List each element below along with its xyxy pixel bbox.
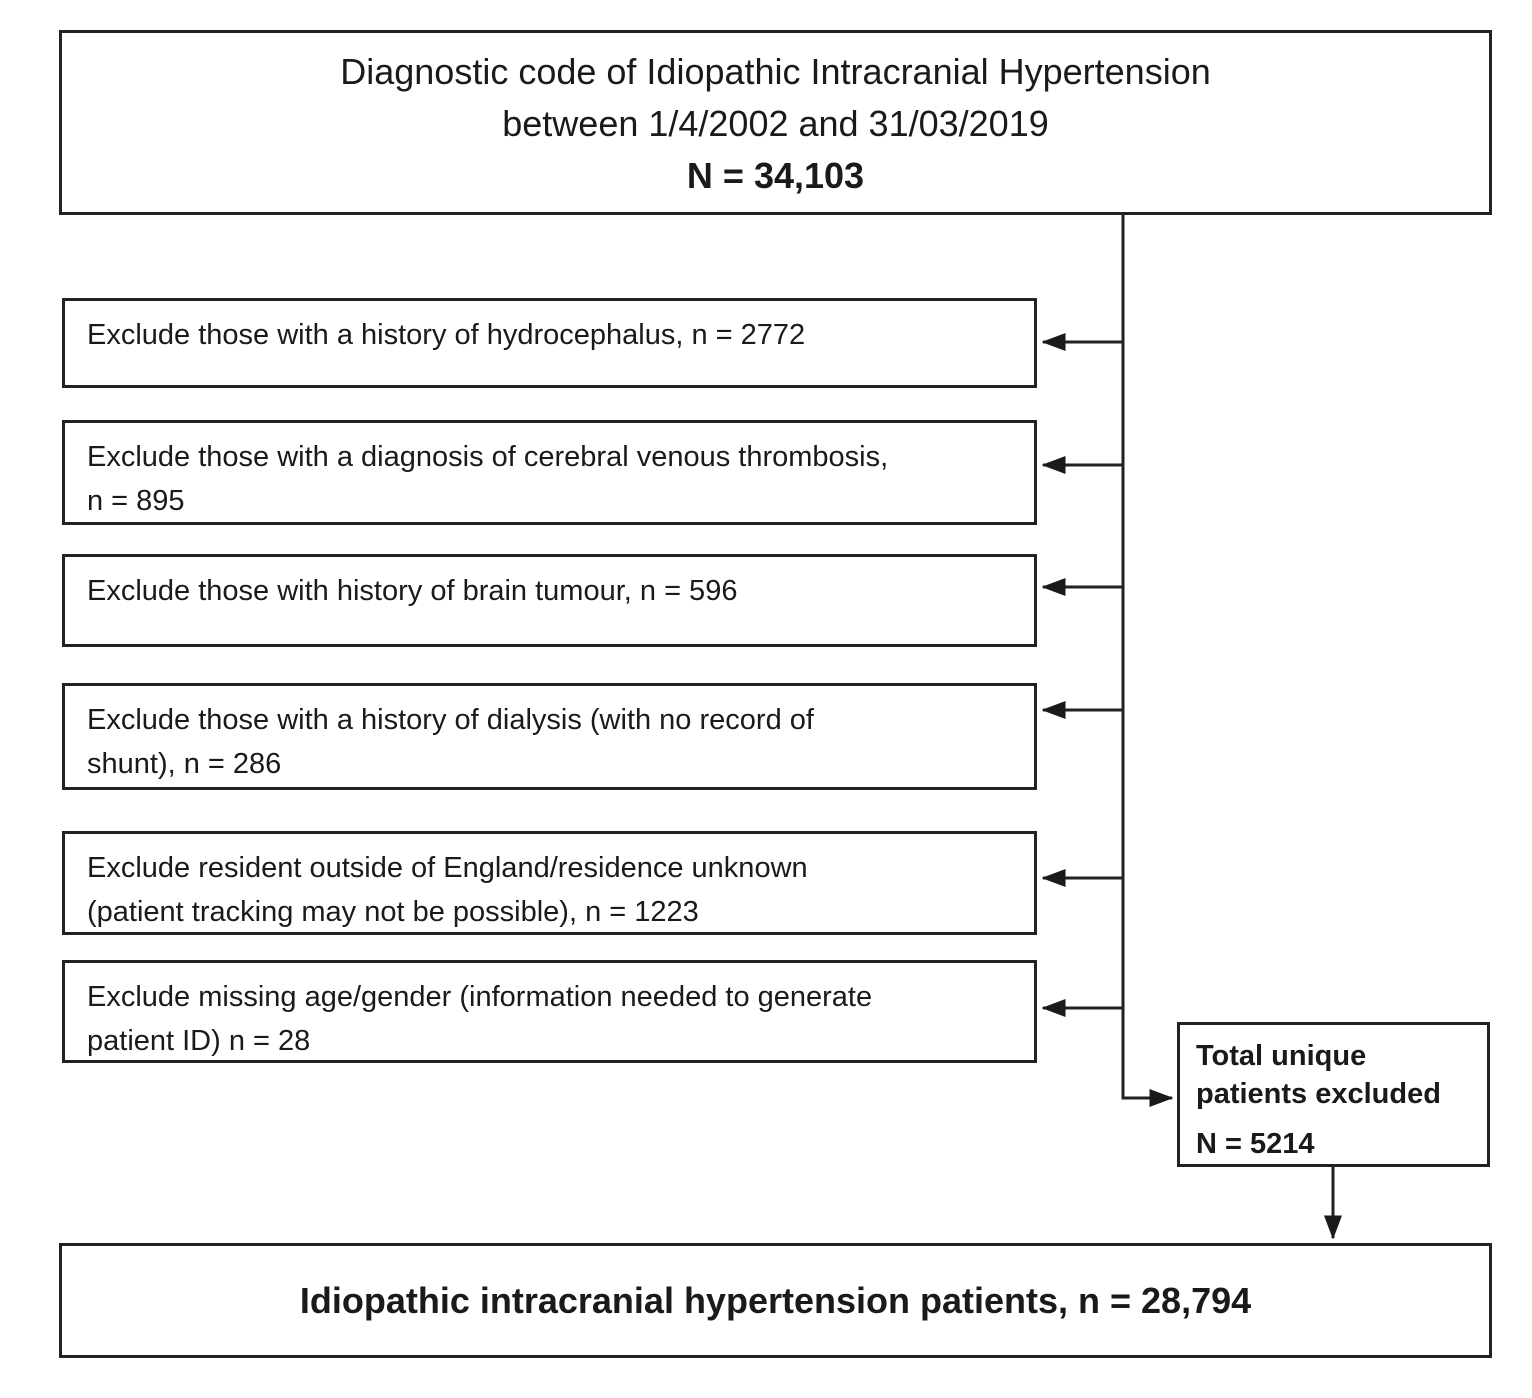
exclusion-box-dialysis: Exclude those with a history of dialysis…: [62, 683, 1037, 790]
exclusion-text: shunt), n = 286: [87, 748, 282, 780]
final-cohort-text: Idiopathic intracranial hypertension pat…: [299, 1279, 1252, 1321]
exclusion-box-residence: Exclude resident outside of England/resi…: [62, 831, 1037, 935]
exclusion-text: Exclude those with a history of hydrocep…: [87, 319, 806, 351]
final-cohort-box: Idiopathic intracranial hypertension pat…: [59, 1243, 1492, 1358]
total-excluded-box: Total unique patients excluded N = 5214: [1177, 1022, 1490, 1167]
exclusion-text: patient ID) n = 28: [87, 1025, 311, 1057]
cohort-source-line-2: between 1/4/2002 and 31/03/2019: [502, 103, 1049, 144]
exclusion-box-hydrocephalus: Exclude those with a history of hydrocep…: [62, 298, 1037, 388]
total-excluded-line-1: Total unique: [1196, 1040, 1367, 1072]
exclusion-text: Exclude those with a diagnosis of cerebr…: [87, 441, 889, 473]
exclusion-box-missing-age-gender: Exclude missing age/gender (information …: [62, 960, 1037, 1063]
total-excluded-line-2: patients excluded: [1196, 1078, 1441, 1110]
exclusion-text: Exclude missing age/gender (information …: [87, 981, 873, 1013]
exclusion-text: Exclude resident outside of England/resi…: [87, 852, 808, 884]
cohort-source-count: N = 34,103: [686, 155, 865, 196]
exclusion-box-cerebral-venous-thrombosis: Exclude those with a diagnosis of cerebr…: [62, 420, 1037, 525]
total-excluded-count: N = 5214: [1196, 1128, 1315, 1160]
cohort-source-box: Diagnostic code of Idiopathic Intracrani…: [59, 30, 1492, 215]
exclusion-text: Exclude those with history of brain tumo…: [87, 575, 738, 607]
exclusion-box-brain-tumour: Exclude those with history of brain tumo…: [62, 554, 1037, 647]
exclusion-text: (patient tracking may not be possible), …: [87, 896, 699, 928]
cohort-source-line-1: Diagnostic code of Idiopathic Intracrani…: [340, 51, 1211, 92]
exclusion-text: Exclude those with a history of dialysis…: [87, 704, 814, 736]
exclusion-text: n = 895: [87, 485, 185, 517]
